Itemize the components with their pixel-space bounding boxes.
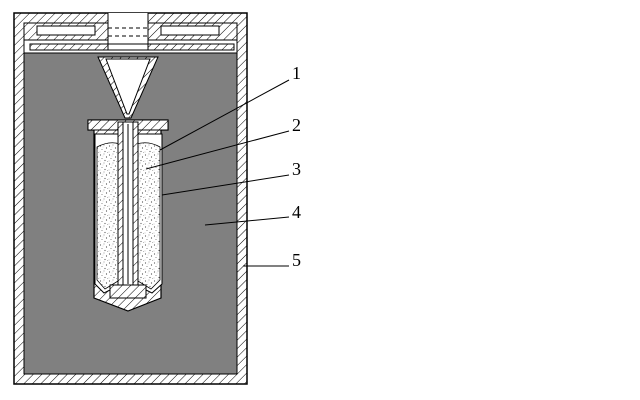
funnel-inner [105,58,151,115]
leader-line-1 [159,79,290,151]
leader-line-2 [145,130,290,170]
leader-line-4 [204,216,290,226]
lid-plate-center [107,43,149,51]
lid-slot-left [36,25,96,36]
callout-1: 1 [292,63,301,83]
callout-2: 2 [292,115,301,135]
lid-slot-right [160,25,220,36]
inner-vessel [87,119,169,312]
leader-lines [145,79,290,267]
lid-center-opening [108,13,148,46]
callout-labels: 1 2 3 4 5 [292,63,301,270]
callout-5: 5 [292,250,301,270]
leader-line-3 [161,174,290,196]
callout-4: 4 [292,202,301,222]
tube-foot [109,284,147,299]
lid-assembly [23,13,238,51]
funnel [97,56,159,119]
callout-3: 3 [292,159,301,179]
